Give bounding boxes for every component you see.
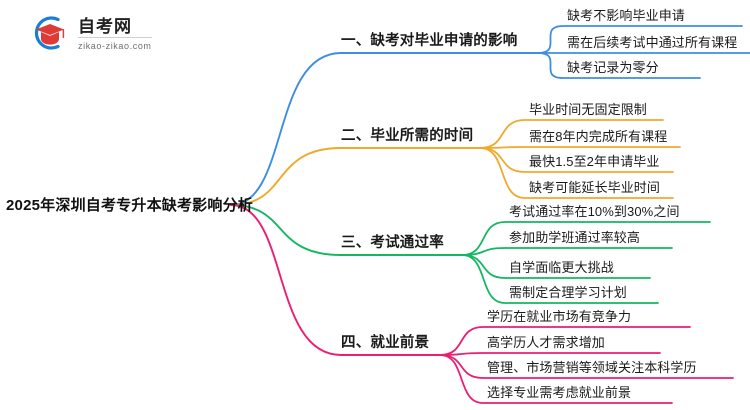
mindmap-leaf-label[interactable]: 选择专业需考虑就业前景 <box>487 385 632 400</box>
connector-line <box>230 204 441 356</box>
mindmap-branch-label[interactable]: 三、考试通过率 <box>341 235 444 251</box>
mindmap-leaf-label[interactable]: 毕业时间无固定限制 <box>529 102 647 117</box>
logo-name-en: zikao-zikao.com <box>78 40 152 51</box>
mindmap-leaf-label[interactable]: 自学面临更大挑战 <box>509 260 614 275</box>
mindmap-leaf-label[interactable]: 缺考记录为零分 <box>567 60 659 75</box>
mindmap-root-node[interactable]: 2025年深圳自考专升本缺考影响分析 <box>6 197 253 214</box>
mindmap-leaf-label[interactable]: 缺考可能延长毕业时间 <box>529 180 661 195</box>
mindmap-leaf-label[interactable]: 考试通过率在10%到30%之间 <box>509 204 680 219</box>
connector-line <box>230 147 481 206</box>
mindmap-branch-label[interactable]: 一、缺考对毕业申请的影响 <box>341 33 518 49</box>
mindmap-branch-label[interactable]: 二、毕业所需的时间 <box>341 128 474 144</box>
connector-line <box>439 352 661 356</box>
graduation-cap-icon <box>28 12 70 54</box>
mindmap-leaf-label[interactable]: 管理、市场营销等领域关注本科学历 <box>487 360 697 375</box>
mindmap-branch-label[interactable]: 四、就业前景 <box>341 335 430 351</box>
logo-wordmark: 自考网 zikao-zikao.com <box>78 15 152 52</box>
mindmap-leaf-label[interactable]: 参加助学班通过率较高 <box>509 230 641 245</box>
site-logo: 自考网 zikao-zikao.com <box>28 12 218 54</box>
connector-line <box>479 146 681 149</box>
mindmap-leaf-label[interactable]: 需制定合理学习计划 <box>509 285 627 300</box>
mindmap-leaf-label[interactable]: 缺考不影响毕业申请 <box>567 8 685 23</box>
connector-line <box>461 247 673 256</box>
logo-name-cn: 自考网 <box>78 17 152 38</box>
mindmap-leaf-label[interactable]: 需在后续考试中通过所有课程 <box>567 35 738 50</box>
mindmap-leaf-label[interactable]: 高学历人才需求增加 <box>487 335 605 350</box>
mindmap-leaf-label[interactable]: 最快1.5至2年申请毕业 <box>529 154 660 169</box>
mindmap-leaf-label[interactable]: 需在8年内完成所有课程 <box>529 129 668 144</box>
mindmap-leaf-label[interactable]: 学历在就业市场有竞争力 <box>487 309 632 324</box>
